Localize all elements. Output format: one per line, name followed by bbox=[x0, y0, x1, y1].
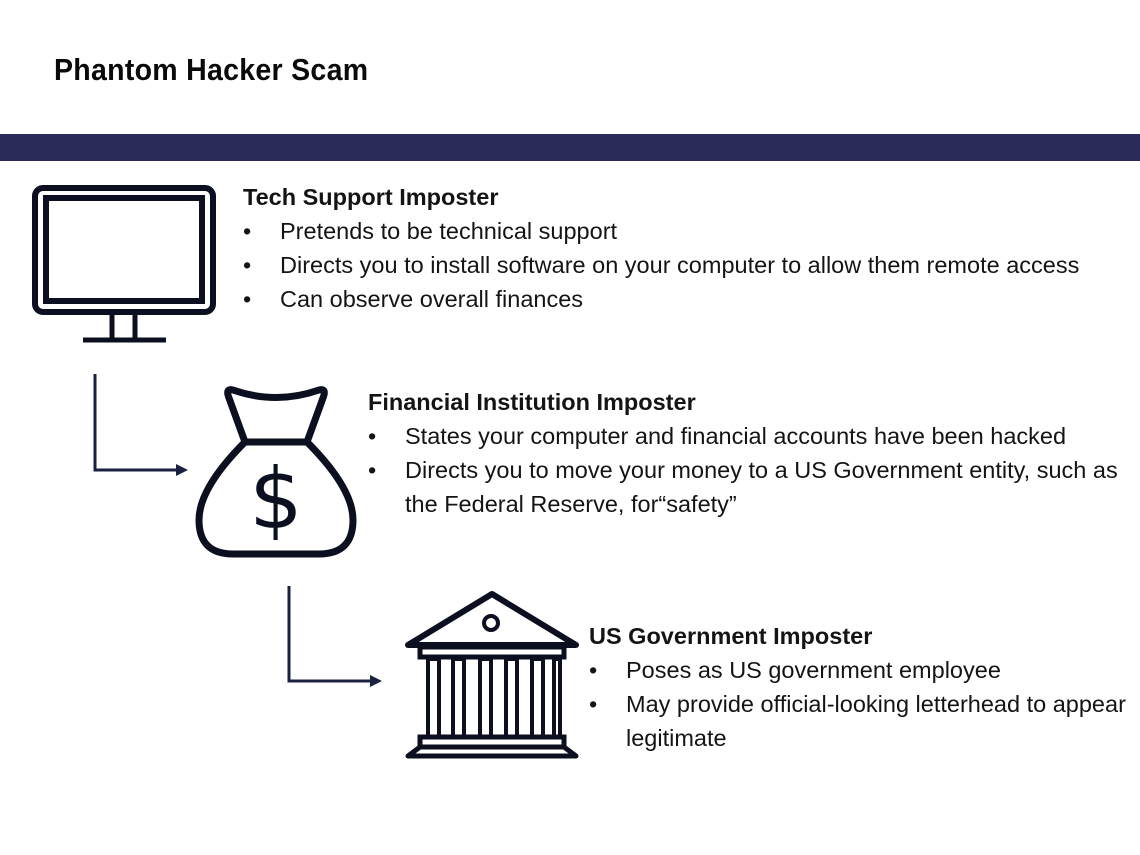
bullet-glyph: • bbox=[368, 457, 377, 483]
list-item: • Can observe overall finances bbox=[243, 282, 1133, 316]
bullet-text: May provide official-looking letterhead … bbox=[626, 691, 1126, 751]
government-building-icon bbox=[405, 591, 579, 759]
stage-us-government: US Government Imposter • Poses as US gove… bbox=[589, 619, 1134, 755]
stage-heading: US Government Imposter bbox=[589, 623, 873, 649]
bullet-list: • Pretends to be technical support • Direc… bbox=[243, 214, 1133, 316]
bullet-glyph: • bbox=[589, 691, 598, 717]
list-item: • Pretends to be technical support bbox=[243, 214, 1133, 248]
bullet-glyph: • bbox=[243, 218, 252, 244]
stage-heading: Tech Support Imposter bbox=[243, 184, 499, 210]
bullet-text: Directs you to move your money to a US G… bbox=[405, 457, 1118, 517]
bullet-text: Poses as US government employee bbox=[626, 657, 1001, 683]
computer-monitor-icon bbox=[32, 185, 216, 343]
stage-heading: Financial Institution Imposter bbox=[368, 389, 696, 415]
list-item: • States your computer and financial acco… bbox=[368, 419, 1128, 453]
money-bag-icon: $ bbox=[195, 386, 357, 558]
bullet-text: States your computer and financial accou… bbox=[405, 423, 1067, 449]
list-item: • May provide official-looking letterhead… bbox=[589, 687, 1134, 755]
header-band bbox=[0, 134, 1140, 161]
svg-text:$: $ bbox=[249, 450, 302, 548]
bullet-glyph: • bbox=[243, 286, 252, 312]
page-title: Phantom Hacker Scam bbox=[54, 52, 369, 87]
list-item: • Poses as US government employee bbox=[589, 653, 1134, 687]
bullet-glyph: • bbox=[368, 423, 377, 449]
bullet-list: • Poses as US government employee • May pr… bbox=[589, 653, 1134, 755]
flow-arrow-2 bbox=[287, 586, 382, 687]
stage-financial-institution: Financial Institution Imposter • States y… bbox=[368, 385, 1128, 521]
bullet-text: Can observe overall finances bbox=[280, 286, 584, 312]
bullet-list: • States your computer and financial acco… bbox=[368, 419, 1128, 521]
list-item: • Directs you to install software on your… bbox=[243, 248, 1133, 282]
list-item: • Directs you to move your money to a US … bbox=[368, 453, 1128, 521]
stage-tech-support: Tech Support Imposter • Pretends to be te… bbox=[243, 180, 1133, 316]
bullet-text: Pretends to be technical support bbox=[280, 218, 618, 244]
bullet-glyph: • bbox=[589, 657, 598, 683]
bullet-glyph: • bbox=[243, 252, 252, 278]
bullet-text: Directs you to install software on your … bbox=[280, 252, 1080, 278]
flow-arrow-1 bbox=[93, 374, 188, 476]
